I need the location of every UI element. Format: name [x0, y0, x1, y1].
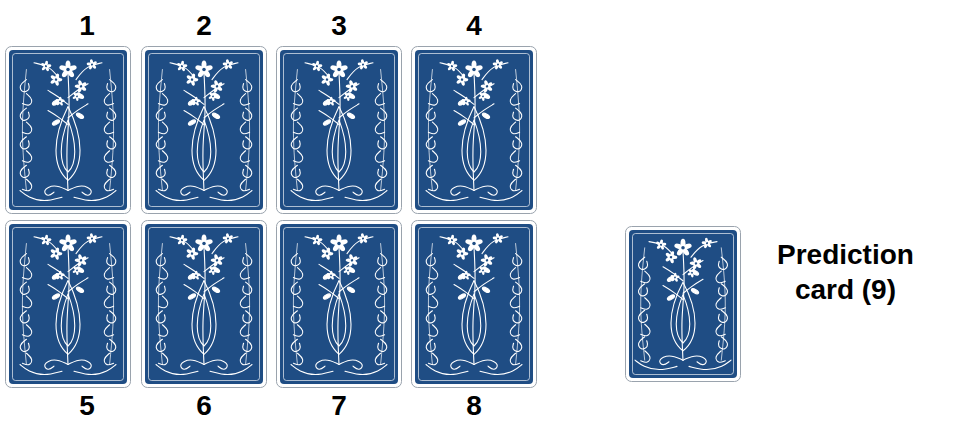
- playing-card: 6: [141, 220, 267, 388]
- card-number: 3: [256, 12, 422, 40]
- playing-card: 7: [276, 220, 402, 388]
- card-number: 1: [4, 12, 170, 40]
- playing-card: 8: [411, 220, 537, 388]
- label-slot: 7: [256, 392, 422, 420]
- prediction-card: Prediction card (9): [625, 226, 741, 382]
- playing-card: 2: [141, 46, 267, 214]
- label-slot: 4: [391, 12, 557, 40]
- card-back: [5, 46, 131, 214]
- card-back: [141, 220, 267, 388]
- card-number: 5: [4, 392, 170, 420]
- prediction-label: Prediction card (9): [777, 237, 914, 307]
- playing-card: 3: [276, 46, 402, 214]
- label-slot: Prediction card (9): [777, 237, 914, 307]
- card-back: [411, 220, 537, 388]
- label-slot: 5: [4, 392, 170, 420]
- card-back: [276, 220, 402, 388]
- label-slot: 1: [4, 12, 170, 40]
- card-back: [5, 220, 131, 388]
- card-number: 6: [121, 392, 287, 420]
- card-back: [276, 46, 402, 214]
- card-back: [411, 46, 537, 214]
- card-back: [625, 226, 741, 382]
- playing-card: 5: [5, 220, 131, 388]
- card-back: [141, 46, 267, 214]
- playing-card: 4: [411, 46, 537, 214]
- label-slot: 2: [121, 12, 287, 40]
- label-slot: 8: [391, 392, 557, 420]
- card-number: 8: [391, 392, 557, 420]
- label-slot: 3: [256, 12, 422, 40]
- playing-card: 1: [5, 46, 131, 214]
- card-number: 4: [391, 12, 557, 40]
- card-number: 7: [256, 392, 422, 420]
- card-number: 2: [121, 12, 287, 40]
- label-slot: 6: [121, 392, 287, 420]
